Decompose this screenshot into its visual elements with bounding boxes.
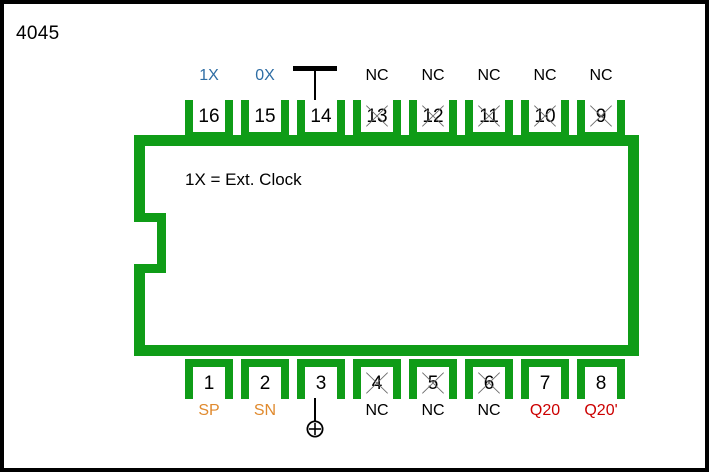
pin-number-label: 16 (198, 105, 220, 127)
pin-6[interactable]: 6 (465, 359, 513, 399)
supply-bar-icon (293, 66, 337, 103)
pin-number-label: 5 (427, 372, 439, 394)
pin-number-label: 7 (539, 372, 551, 394)
signal-label-pin-1: SP (198, 402, 220, 419)
package-notch-mask (134, 222, 145, 264)
signal-label-pin-11: NC (477, 67, 501, 84)
signal-label-pin-13: NC (365, 67, 389, 84)
signal-label-pin-16: 1X (199, 67, 219, 84)
pin-number-label: 13 (366, 105, 388, 127)
pin-10[interactable]: 10 (521, 100, 569, 140)
signal-label-pin-4: NC (365, 402, 389, 419)
supply-bar-glyph (293, 66, 337, 71)
ground-circle-icon (300, 398, 330, 446)
pin-15[interactable]: 15 (241, 100, 289, 140)
signal-label-pin-12: NC (421, 67, 445, 84)
pin-3[interactable]: 3 (297, 359, 345, 399)
bottom-signal-label-row: SP SN NC NC NC Q20 Q20' (185, 403, 625, 419)
pin-13[interactable]: 13 (353, 100, 401, 140)
signal-label-pin-6: NC (477, 402, 501, 419)
signal-label-pin-8: Q20' (584, 402, 618, 419)
ground-circle-glyph (306, 420, 324, 438)
pin-number-label: 1 (203, 372, 215, 394)
pin-number-label: 12 (422, 105, 444, 127)
pin-12[interactable]: 12 (409, 100, 457, 140)
signal-label-pin-3 (297, 403, 345, 419)
signal-label-pin-10: NC (533, 67, 557, 84)
pin-4[interactable]: 4 (353, 359, 401, 399)
pin-5[interactable]: 5 (409, 359, 457, 399)
pin-number-label: 9 (595, 105, 607, 127)
chip-note-label: 1X = Ext. Clock (185, 170, 302, 189)
signal-label-pin-2: SN (253, 402, 277, 419)
pin-number-label: 6 (483, 372, 495, 394)
signal-label-pin-9: NC (589, 67, 613, 84)
ground-lead-line (314, 398, 316, 424)
chip-body (134, 135, 639, 356)
top-signal-label-row: 1X 0X NC NC NC NC NC (185, 68, 625, 84)
pin-1[interactable]: 1 (185, 359, 233, 399)
signal-label-pin-5: NC (421, 402, 445, 419)
pin-number-label: 14 (310, 105, 332, 127)
pin-number-label: 3 (315, 372, 327, 394)
signal-label-pin-7: Q20 (529, 402, 561, 419)
pin-number-label: 2 (259, 372, 271, 394)
pin-14[interactable]: 14 (297, 100, 345, 140)
page-title: 4045 (16, 23, 60, 44)
top-pin-row: 16 15 14 13 12 11 10 9 (185, 100, 625, 140)
bottom-pin-row: 1 2 3 4 5 6 7 8 (185, 359, 625, 399)
pin-11[interactable]: 11 (465, 100, 513, 140)
supply-lead-line (314, 69, 316, 103)
pin-number-label: 4 (371, 372, 383, 394)
pin-2[interactable]: 2 (241, 359, 289, 399)
pin-9[interactable]: 9 (577, 100, 625, 140)
pin-number-label: 10 (534, 105, 556, 127)
pin-number-label: 11 (479, 105, 499, 127)
pin-number-label: 8 (595, 372, 607, 394)
pin-number-label: 15 (254, 105, 276, 127)
signal-label-pin-15: 0X (255, 67, 275, 84)
pin-8[interactable]: 8 (577, 359, 625, 399)
pin-7[interactable]: 7 (521, 359, 569, 399)
pin-16[interactable]: 16 (185, 100, 233, 140)
